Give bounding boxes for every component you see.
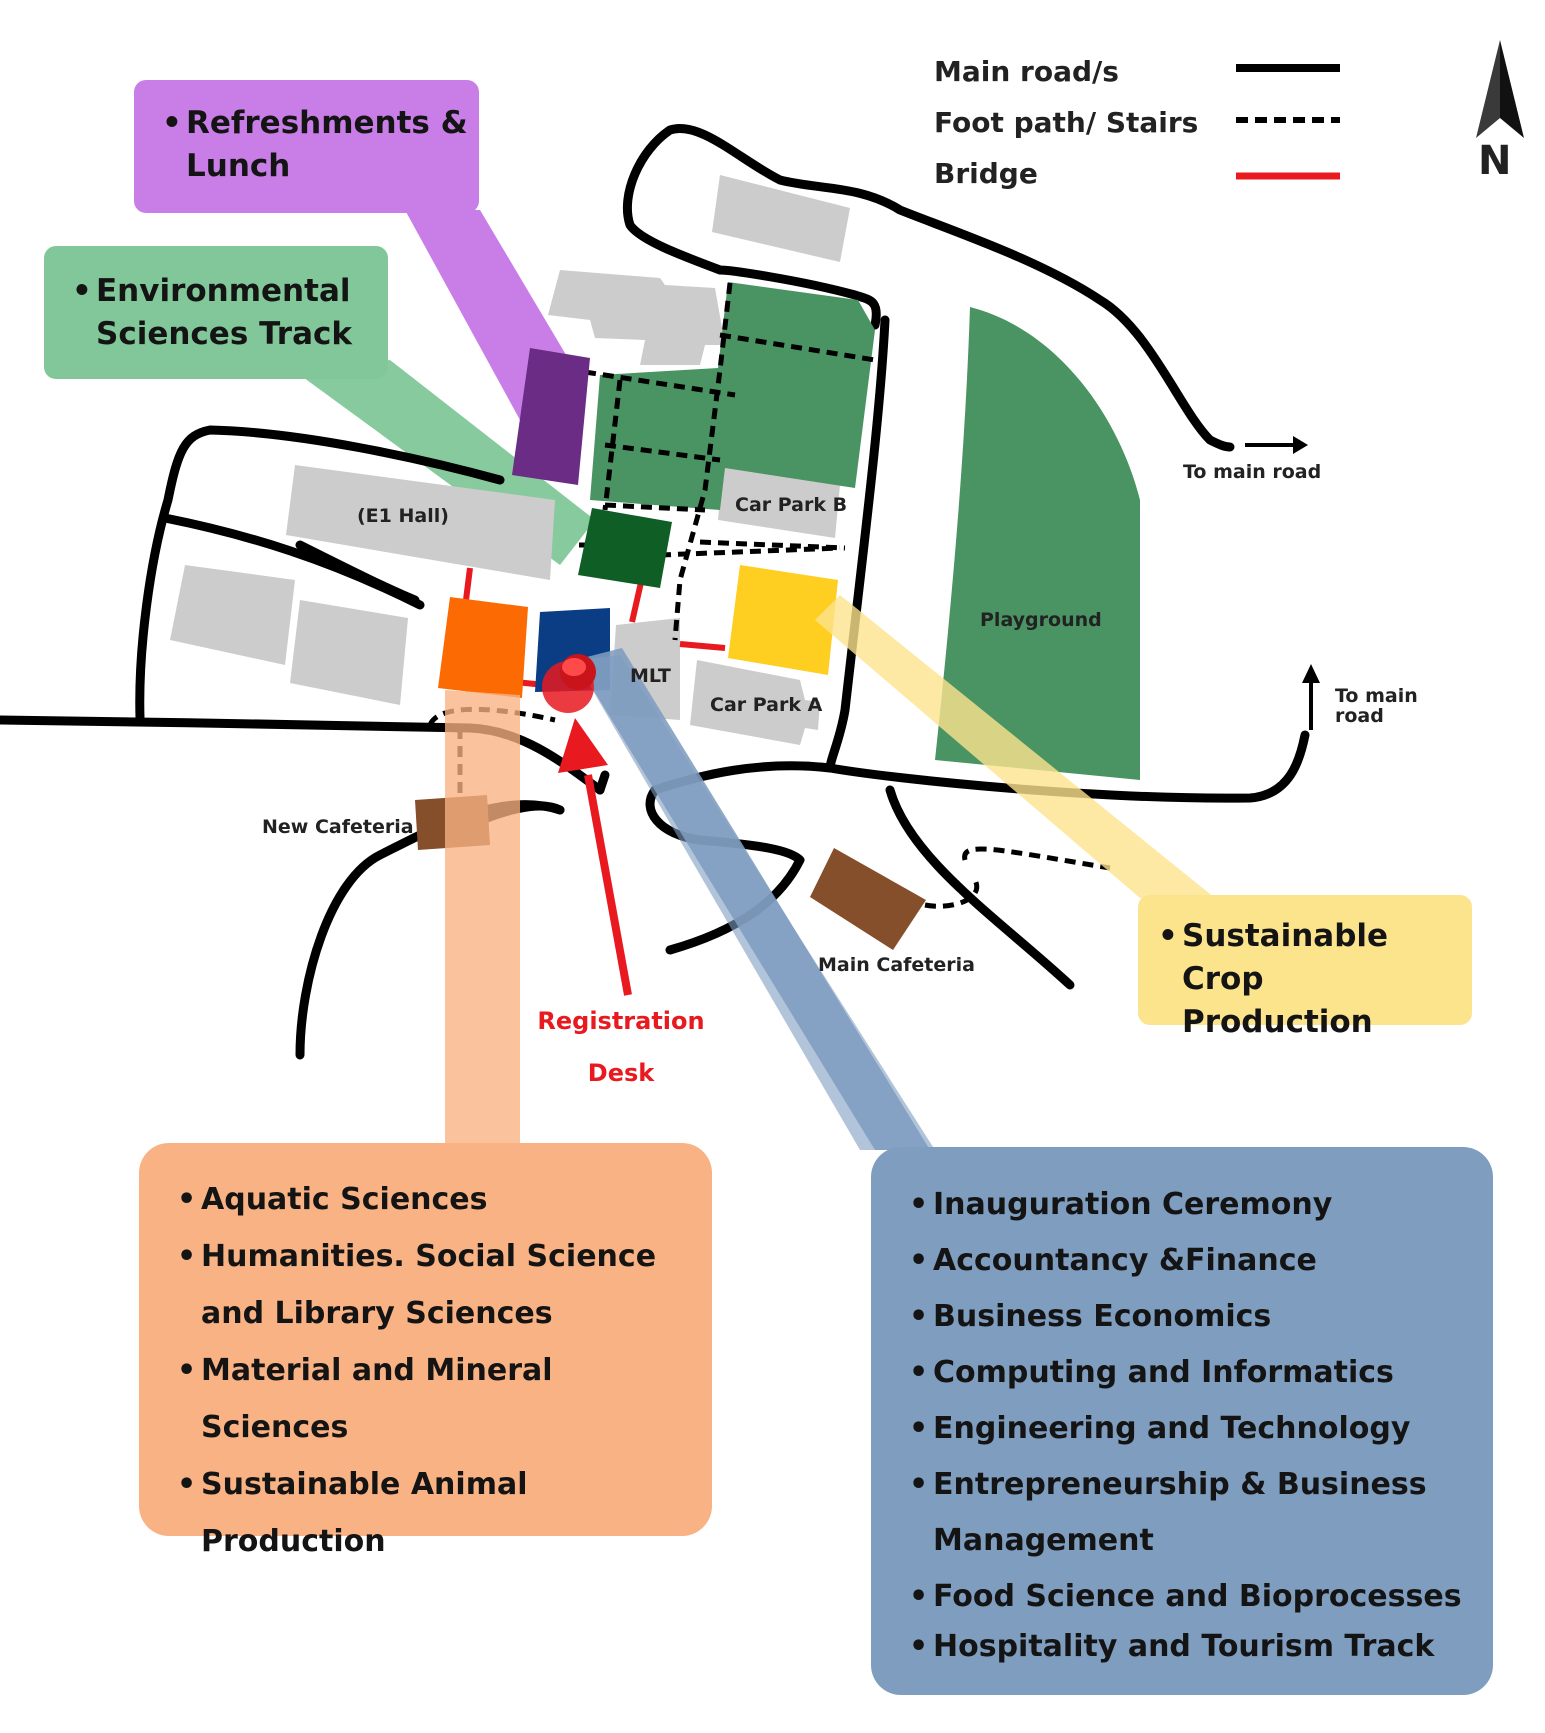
legend-main-road: Main road/s	[934, 55, 1119, 88]
yellow-connector	[815, 595, 1215, 898]
blue-connector-wide	[575, 655, 935, 1150]
north-arrow-icon	[1476, 40, 1524, 138]
blue-item: Engineering and Technology	[909, 1401, 1483, 1457]
mlt-label: MLT	[630, 665, 671, 687]
blue-item: Business Economics	[909, 1289, 1483, 1345]
blue-item: Accountancy &Finance	[909, 1233, 1483, 1289]
pin-icon	[542, 654, 596, 713]
refreshments-callout: Refreshments & Lunch	[134, 80, 479, 213]
environmental-line-2: Sciences Track	[96, 316, 353, 352]
car-park-a	[690, 660, 820, 745]
registration-arrow-head	[558, 718, 608, 773]
registration-desk-label: Registration Desk	[536, 995, 706, 1099]
orange-venue-callout: Aquatic Sciences Humanities. Social Scie…	[139, 1143, 712, 1559]
environmental-line-1: Environmental	[72, 270, 378, 313]
crop-line-2: Production	[1182, 1004, 1373, 1040]
dark-green-building	[578, 508, 672, 588]
to-main-road-se-label-1: To main	[1335, 685, 1418, 707]
orange-item: Material and Mineral Sciences	[177, 1342, 702, 1456]
main-cafeteria-building	[810, 848, 926, 950]
new-cafeteria-label: New Cafeteria	[262, 816, 414, 838]
refreshments-line-2: Lunch	[186, 148, 291, 184]
car-park-a-label: Car Park A	[710, 694, 823, 716]
legend-foot-path: Foot path/ Stairs	[934, 106, 1199, 139]
playground-label: Playground	[980, 609, 1102, 631]
car-park-b	[718, 463, 840, 538]
north-label: N	[1478, 138, 1512, 184]
refreshments-line-1: Refreshments &	[162, 102, 469, 145]
blue-item: Inauguration Ceremony	[909, 1177, 1483, 1233]
yellow-building	[728, 565, 838, 675]
environmental-callout: Environmental Sciences Track	[44, 246, 388, 379]
registration-arrow-shaft	[584, 774, 632, 996]
arrow-up-icon	[1302, 664, 1320, 730]
foot-paths	[427, 282, 1111, 909]
blue-item: Hospitality and Tourism Track	[909, 1625, 1483, 1668]
orange-item: Humanities. Social Science and Library S…	[177, 1228, 702, 1342]
orange-building	[438, 597, 528, 698]
purple-building	[512, 348, 590, 485]
playground-area	[935, 307, 1140, 780]
registration-line-2: Desk	[587, 1059, 655, 1087]
to-main-road-se-label-2: road	[1335, 705, 1384, 727]
blue-item: Entrepreneurship & Business Management	[909, 1457, 1483, 1569]
sustainable-crop-callout: Sustainable Crop Production	[1138, 895, 1472, 1040]
orange-item: Sustainable Animal Production	[177, 1456, 702, 1570]
car-park-b-label: Car Park B	[735, 494, 847, 516]
grey-buildings	[170, 175, 850, 745]
legend-bridge: Bridge	[934, 157, 1038, 190]
orange-item: Aquatic Sciences	[177, 1171, 702, 1228]
map-legend: Main road/s Foot path/ Stairs Bridge	[934, 46, 1198, 199]
e1-hall-label: (E1 Hall)	[357, 505, 449, 527]
blue-item: Food Science and Bioprocesses	[909, 1569, 1483, 1625]
building-west-1	[170, 565, 295, 665]
building-north	[712, 175, 850, 262]
building-west-2	[290, 600, 408, 705]
e1-hall-building	[286, 465, 555, 580]
blue-item: Computing and Informatics	[909, 1345, 1483, 1401]
registration-line-1: Registration	[537, 1007, 705, 1035]
building-upper-block	[548, 270, 725, 365]
to-main-road-east-label: To main road	[1183, 461, 1321, 483]
main-cafeteria-label: Main Cafeteria	[818, 954, 975, 976]
crop-line-1: Sustainable Crop	[1158, 915, 1464, 1001]
blue-venue-callout: Inauguration Ceremony Accountancy &Finan…	[871, 1147, 1493, 1695]
arrow-right-icon	[1245, 436, 1308, 454]
orange-connector	[445, 690, 520, 1145]
